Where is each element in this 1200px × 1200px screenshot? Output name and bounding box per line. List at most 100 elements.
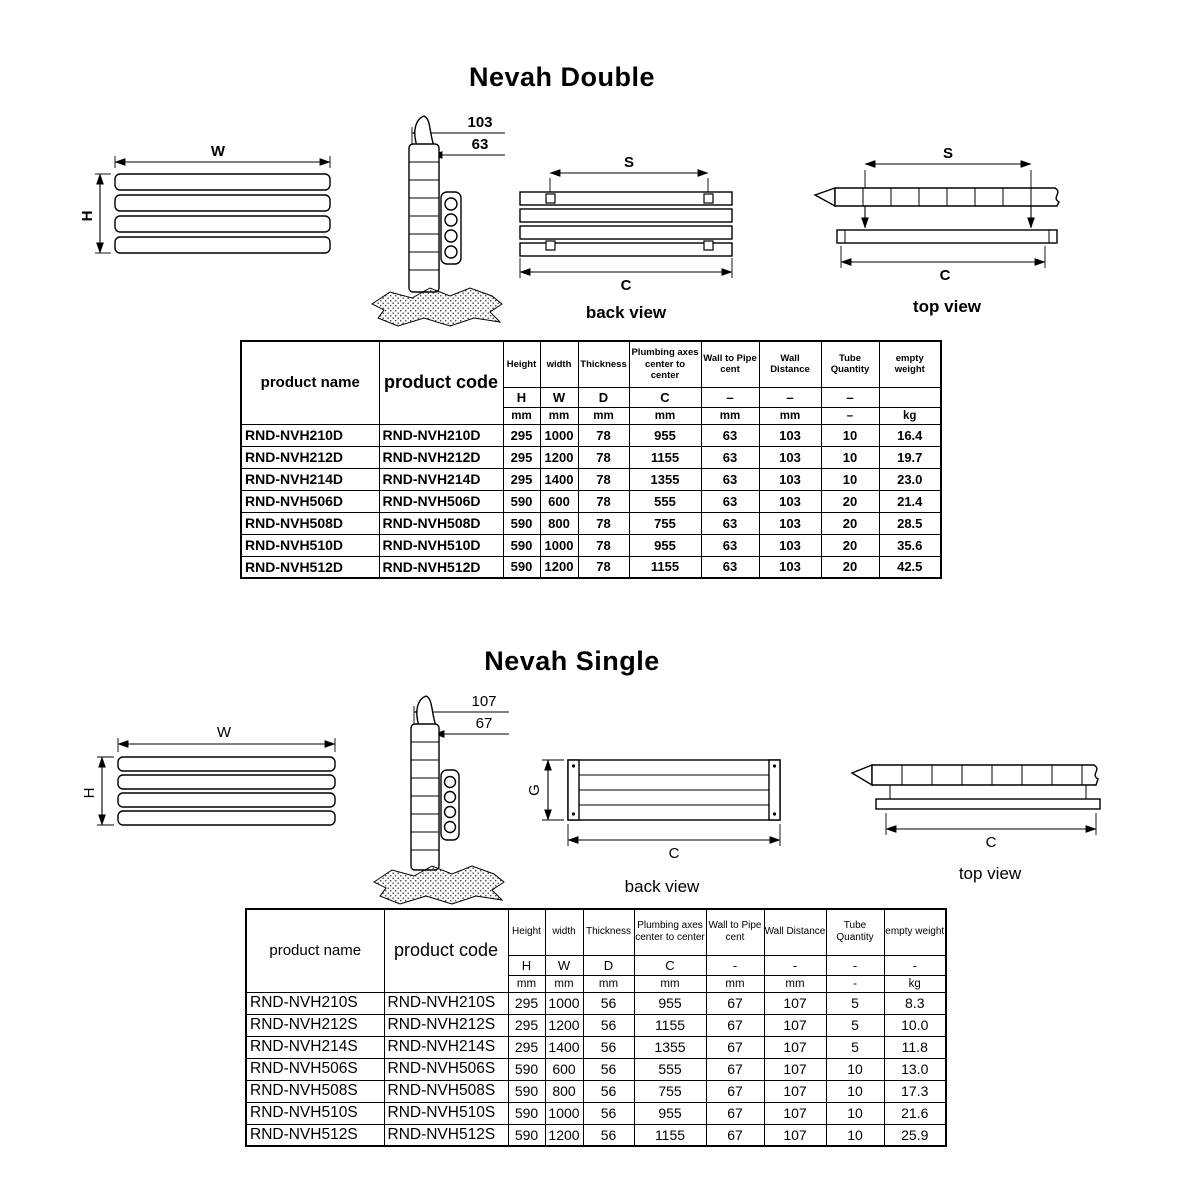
w-dimension: W	[114, 143, 331, 168]
value-cell: 8.3	[883, 991, 947, 1015]
back-view-caption: back view	[586, 303, 667, 322]
product-name-cell: RND-NVH506D	[240, 489, 380, 513]
value-cell: 590	[507, 1057, 546, 1081]
product-name-cell: RND-NVH510D	[240, 533, 380, 557]
value-cell: 42.5	[878, 555, 942, 579]
product-code-cell: RND-NVH512S	[383, 1123, 509, 1147]
value-cell: 11.8	[883, 1035, 947, 1059]
value-cell: 295	[507, 1035, 546, 1059]
value-cell: 1155	[633, 1123, 707, 1147]
unit-cell: mm	[582, 974, 635, 993]
value-cell: 21.6	[883, 1101, 947, 1125]
radiator-top-body	[850, 763, 1101, 810]
header-width: width	[544, 908, 584, 956]
symbol-cell: D	[582, 954, 635, 976]
product-code-cell: RND-NVH508D	[378, 511, 504, 535]
unit-cell: mm	[628, 406, 702, 425]
dim-label-h: H	[81, 788, 98, 799]
value-cell: 555	[633, 1057, 707, 1081]
product-code-cell: RND-NVH512D	[378, 555, 504, 579]
value-cell: 1400	[539, 467, 579, 491]
value-cell: 955	[633, 991, 707, 1015]
dim-label-h: H	[79, 211, 96, 222]
product-name-cell: RND-NVH506S	[245, 1057, 385, 1081]
single-back-view-drawing: G C back view	[526, 752, 796, 902]
value-cell: 103	[758, 467, 822, 491]
unit-cell: mm	[539, 406, 579, 425]
header-wall-distance: Wall Distance	[758, 340, 822, 388]
value-cell: 1000	[539, 533, 579, 557]
header-tube-quantity: Tube Quantity	[820, 340, 880, 388]
value-cell: 755	[633, 1079, 707, 1103]
single-title: Nevah Single	[484, 646, 660, 676]
dim-label-c: C	[986, 834, 997, 851]
value-cell: 590	[502, 533, 541, 557]
value-cell: 1155	[628, 445, 702, 469]
double-spec-table: product name product code Height width T…	[240, 340, 942, 579]
value-cell: 1355	[633, 1035, 707, 1059]
value-cell: 10	[820, 445, 880, 469]
dim-label-63: 63	[472, 136, 489, 153]
unit-cell: mm	[507, 974, 546, 993]
value-cell: 78	[577, 489, 630, 513]
product-code-cell: RND-NVH506S	[383, 1057, 509, 1081]
symbol-cell: C	[633, 954, 707, 976]
h-dimension: H	[79, 173, 111, 254]
value-cell: 1200	[544, 1013, 584, 1037]
value-cell: 103	[758, 445, 822, 469]
value-cell: 78	[577, 445, 630, 469]
value-cell: 755	[628, 511, 702, 535]
single-spec-table: product name product code Height width T…	[245, 908, 947, 1147]
symbol-cell	[878, 386, 942, 408]
header-empty-weight: empty weight	[883, 908, 947, 956]
value-cell: 63	[700, 445, 760, 469]
radiator-side-profile	[410, 695, 460, 871]
value-cell: 67	[705, 1123, 765, 1147]
value-cell: 1000	[539, 423, 579, 447]
symbol-cell: –	[820, 386, 880, 408]
symbol-cell: –	[700, 386, 760, 408]
value-cell: 78	[577, 511, 630, 535]
unit-cell: mm	[633, 974, 707, 993]
symbol-cell: D	[577, 386, 630, 408]
value-cell: 21.4	[878, 489, 942, 513]
value-cell: 800	[544, 1079, 584, 1103]
header-product-code: product code	[383, 908, 509, 993]
product-name-cell: RND-NVH212D	[240, 445, 380, 469]
value-cell: 800	[539, 511, 579, 535]
symbol-cell: –	[758, 386, 822, 408]
header-height: Height	[502, 340, 541, 388]
value-cell: 1155	[633, 1013, 707, 1037]
symbol-cell: H	[507, 954, 546, 976]
value-cell: 107	[763, 1035, 827, 1059]
value-cell: 295	[502, 445, 541, 469]
value-cell: 20	[820, 489, 880, 513]
single-side-view-drawing: 107 67	[362, 692, 512, 912]
value-cell: 107	[763, 1013, 827, 1037]
value-cell: 955	[628, 533, 702, 557]
value-cell: 103	[758, 511, 822, 535]
dim-label-67: 67	[476, 715, 493, 732]
value-cell: 955	[633, 1101, 707, 1125]
value-cell: 10	[825, 1079, 885, 1103]
value-cell: 295	[502, 423, 541, 447]
value-cell: 103	[758, 423, 822, 447]
value-cell: 10	[820, 423, 880, 447]
dim-label-s: S	[624, 154, 634, 171]
product-name-cell: RND-NVH508D	[240, 511, 380, 535]
value-cell: 1200	[539, 555, 579, 579]
value-cell: 17.3	[883, 1079, 947, 1103]
value-cell: 78	[577, 423, 630, 447]
value-cell: 5	[825, 1035, 885, 1059]
radiator-back-body	[519, 191, 733, 257]
value-cell: 5	[825, 991, 885, 1015]
product-code-cell: RND-NVH214S	[383, 1035, 509, 1059]
